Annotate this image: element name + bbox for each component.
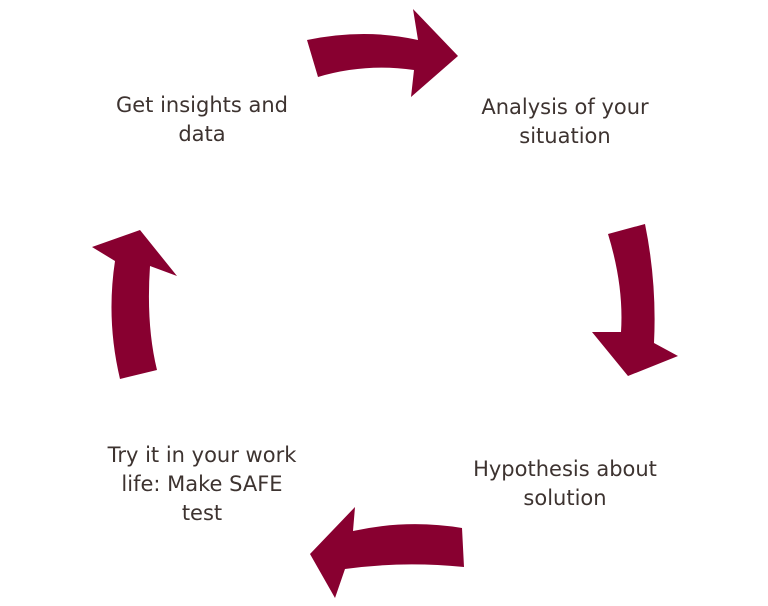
- arrow-left: [92, 230, 177, 379]
- step-try-it: Try it in your work life: Make SAFE test: [82, 441, 322, 528]
- step-insights-line-2: data: [178, 122, 226, 146]
- step-insights-line-1: Get insights and: [115, 93, 289, 117]
- arrow-top: [307, 9, 458, 97]
- arrow-bottom: [310, 507, 464, 598]
- step-try-it-line-1: Try it in your work: [107, 443, 297, 467]
- step-hypothesis-line-2: solution: [523, 486, 607, 510]
- step-hypothesis-line-1: Hypothesis about: [473, 457, 657, 481]
- step-analysis-line-2: situation: [519, 124, 611, 148]
- step-insights: Get insights and data: [82, 91, 322, 149]
- step-analysis-line-1: Analysis of your: [481, 95, 649, 119]
- step-analysis: Analysis of your situation: [440, 93, 690, 151]
- step-hypothesis: Hypothesis about solution: [440, 455, 690, 513]
- step-try-it-line-3: test: [181, 501, 223, 525]
- arrow-right: [592, 224, 678, 376]
- step-try-it-line-2: life: Make SAFE: [121, 472, 283, 496]
